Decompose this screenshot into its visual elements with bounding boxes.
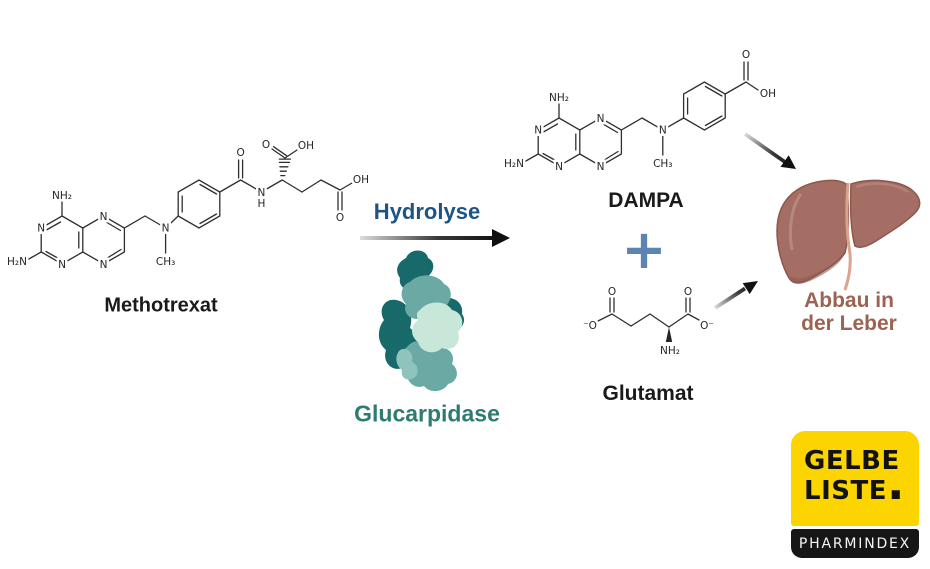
liver-right-lobe [849, 179, 921, 248]
logo-word-liste-text: LISTE [804, 476, 887, 506]
hydrolyse-arrow [360, 229, 510, 247]
atom-label: NH₂ [549, 92, 569, 104]
logo-dot: . [886, 456, 905, 510]
atom-label: N [555, 161, 563, 173]
logo-yellow-panel: GELBE LISTE. [791, 431, 919, 526]
atom-label: N [58, 259, 66, 271]
atom-label: N [659, 125, 667, 137]
liver-highlight [855, 182, 909, 194]
liver-ligament [843, 182, 852, 291]
glucarpidase-enzyme-illustration [378, 250, 465, 392]
gelbe-liste-logo: GELBE LISTE. PHARMINDEX [791, 431, 919, 558]
atom-label: O [336, 212, 344, 224]
liver-highlight [788, 193, 803, 251]
atom-label: O [608, 286, 616, 298]
logo-tagline: PHARMINDEX [798, 535, 912, 552]
arrowhead [780, 155, 796, 169]
atom-label: OH [760, 88, 776, 100]
atom-label: O [684, 286, 692, 298]
atom-label: NH₂ [52, 190, 72, 202]
atom-label: N [37, 223, 45, 235]
methotrexat-structure: NH₂ N H₂N N N N N CH₃ O N H O OH OH O [5, 137, 372, 274]
atom-label: OH [298, 140, 314, 152]
dampa-structure: NH₂ N H₂N N N N N CH₃ O OH [502, 47, 779, 176]
atom-label: N [597, 161, 605, 173]
atom-label: OH [353, 174, 369, 186]
arrowhead [492, 229, 510, 247]
glutamat-to-liver-arrow [713, 281, 758, 310]
atom-label: H [257, 198, 265, 210]
liver-left-lobe [776, 179, 850, 284]
logo-word-gelbe: GELBE [804, 446, 900, 476]
atom-label: N [162, 223, 170, 235]
glucarpidase-label: Glucarpidase [354, 400, 500, 427]
plus-sign: + [621, 217, 667, 281]
atom-label: O⁻ [700, 320, 714, 332]
logo-pharmindex-bar: PHARMINDEX [791, 529, 919, 558]
atom-label: CH₃ [653, 158, 672, 170]
atom-label: NH₂ [660, 345, 680, 357]
atom-label: O [236, 147, 244, 159]
dampa-to-liver-arrow [743, 132, 796, 169]
hydrolyse-label: Hydrolyse [373, 199, 481, 224]
atom-label: N [257, 187, 265, 199]
wedge-bond [665, 327, 673, 342]
atom-label: CH₃ [156, 256, 175, 268]
logo-word-liste: LISTE. [804, 460, 919, 506]
methotrexat-label: Methotrexat [104, 294, 218, 317]
glutamat-label: Glutamat [602, 382, 694, 405]
atom-label: H₂N [7, 256, 27, 268]
liver-shading [790, 250, 845, 284]
liver-illustration [776, 179, 921, 291]
atom-label: N [100, 211, 108, 223]
arrowhead [742, 281, 758, 295]
atom-label: N [597, 113, 605, 125]
atom-label: O [742, 49, 750, 61]
atom-label: O [262, 139, 270, 151]
atom-label: N [534, 125, 542, 137]
atom-label: N [100, 259, 108, 271]
glutamat-structure: O ⁻O NH₂ O O⁻ [581, 284, 717, 360]
dampa-label: DAMPA [608, 189, 684, 212]
abbau-line-2: der Leber [801, 312, 897, 335]
atom-label: ⁻O [583, 320, 597, 332]
atom-label: H₂N [504, 158, 524, 170]
abbau-in-der-leber-label: Abbau in der Leber [801, 289, 897, 335]
abbau-line-1: Abbau in [804, 289, 894, 312]
